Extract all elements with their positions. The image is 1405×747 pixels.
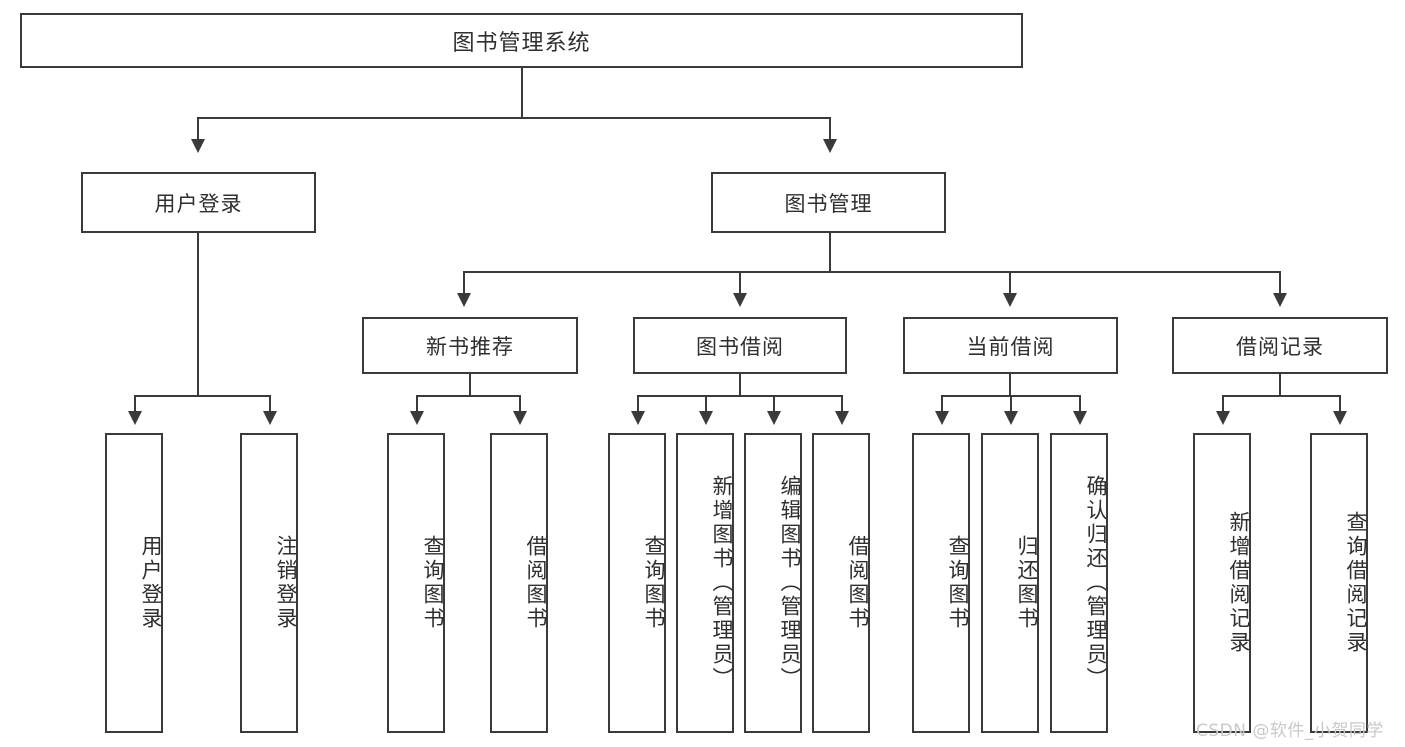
connector-bb-to-leaf-3 <box>773 395 775 413</box>
connector-book-management-bus <box>463 271 1280 273</box>
arrowhead-nb-to-leaf-1 <box>410 411 424 425</box>
arrowhead-br-to-leaf-2 <box>1333 411 1347 425</box>
node-label: 借阅图书 <box>524 535 548 631</box>
connector-book-management-stem <box>829 233 831 271</box>
arrowhead-user-login-to-leaf-1 <box>128 411 142 425</box>
node-label: 注销登录 <box>274 535 298 631</box>
arrowhead-bb-to-leaf-3 <box>767 411 781 425</box>
connector-nb-to-leaf-2 <box>519 395 521 413</box>
arrowhead-bb-to-leaf-2 <box>699 411 713 425</box>
node-label: 查询图书 <box>421 535 445 631</box>
arrowhead-cb-to-leaf-2 <box>1004 411 1018 425</box>
connector-root-to-book-management <box>829 117 831 141</box>
arrowhead-bm-to-borrow-record <box>1273 293 1287 307</box>
connector-nb-to-leaf-1 <box>416 395 418 413</box>
arrowhead-bm-to-current-borrow <box>1003 293 1017 307</box>
connector-br-to-leaf-1 <box>1222 395 1224 413</box>
node-label: 图书管理系统 <box>452 30 591 56</box>
connector-new-book-bus <box>416 395 521 397</box>
node-user-login[interactable]: 用户登录 <box>81 172 316 233</box>
connector-borrow-record-stem <box>1279 374 1281 395</box>
node-label: 借阅记录 <box>1236 334 1324 359</box>
connector-bb-to-leaf-2 <box>705 395 707 413</box>
arrowhead-br-to-leaf-1 <box>1216 411 1230 425</box>
arrowhead-cb-to-leaf-3 <box>1073 411 1087 425</box>
node-label: 图书借阅 <box>696 334 784 359</box>
leaf-current-borrow-query-book[interactable]: 查询图书 <box>912 433 970 733</box>
node-borrow-record[interactable]: 借阅记录 <box>1172 317 1388 374</box>
node-label: 用户登录 <box>154 191 243 216</box>
connector-bm-to-current-borrow <box>1009 271 1011 295</box>
node-label: 归还图书 <box>1015 535 1039 631</box>
arrowhead-nb-to-leaf-2 <box>513 411 527 425</box>
connector-user-login-stem <box>197 233 199 395</box>
leaf-new-book-query-book[interactable]: 查询图书 <box>387 433 445 733</box>
node-label: 查询图书 <box>946 535 970 631</box>
connector-root-stem <box>521 68 523 117</box>
connector-bm-to-book-borrow <box>739 271 741 295</box>
arrowhead-bb-to-leaf-4 <box>835 411 849 425</box>
arrowhead-bb-to-leaf-1 <box>631 411 645 425</box>
node-root-book-management-system[interactable]: 图书管理系统 <box>20 13 1023 68</box>
leaf-borrow-record-query-record[interactable]: 查询借阅记录 <box>1310 433 1368 733</box>
node-label: 新增图书（管理员） <box>710 475 734 691</box>
node-current-borrow[interactable]: 当前借阅 <box>903 317 1118 374</box>
connector-bb-to-leaf-1 <box>637 395 639 413</box>
connector-current-borrow-stem <box>1009 374 1011 395</box>
node-label: 图书管理 <box>784 191 873 216</box>
connector-user-login-bus <box>134 395 269 397</box>
arrowhead-bm-to-new-book <box>457 293 471 307</box>
connector-root-bus <box>197 117 831 119</box>
connector-borrow-record-bus <box>1222 395 1339 397</box>
connector-bb-to-leaf-4 <box>841 395 843 413</box>
connector-bm-to-borrow-record <box>1279 271 1281 295</box>
leaf-borrow-record-add-record[interactable]: 新增借阅记录 <box>1193 433 1251 733</box>
connector-book-borrow-bus <box>637 395 843 397</box>
leaf-user-login-logout[interactable]: 注销登录 <box>240 433 298 733</box>
node-label: 借阅图书 <box>846 535 870 631</box>
connector-br-to-leaf-2 <box>1339 395 1341 413</box>
connector-cb-to-leaf-3 <box>1079 395 1081 413</box>
connector-cb-to-leaf-1 <box>941 395 943 413</box>
node-label: 确认归还（管理员） <box>1084 475 1108 691</box>
connector-user-login-to-leaf-2 <box>269 395 271 413</box>
leaf-book-borrow-query-book[interactable]: 查询图书 <box>608 433 666 733</box>
node-book-management[interactable]: 图书管理 <box>711 172 946 233</box>
leaf-book-borrow-edit-book-admin[interactable]: 编辑图书（管理员） <box>744 433 802 733</box>
arrowhead-root-to-book-management <box>823 139 837 153</box>
node-label: 新增借阅记录 <box>1227 511 1251 655</box>
connector-bm-to-new-book <box>463 271 465 295</box>
node-label: 用户登录 <box>139 535 163 631</box>
arrowhead-bm-to-book-borrow <box>733 293 747 307</box>
node-label: 新书推荐 <box>426 334 514 359</box>
connector-new-book-stem <box>469 374 471 395</box>
leaf-current-borrow-return-book[interactable]: 归还图书 <box>981 433 1039 733</box>
node-label: 查询图书 <box>642 535 666 631</box>
connector-cb-to-leaf-2 <box>1010 395 1012 413</box>
arrowhead-cb-to-leaf-1 <box>935 411 949 425</box>
node-label: 编辑图书（管理员） <box>778 475 802 691</box>
leaf-book-borrow-borrow-book[interactable]: 借阅图书 <box>812 433 870 733</box>
leaf-new-book-borrow-book[interactable]: 借阅图书 <box>490 433 548 733</box>
node-new-book-recommend[interactable]: 新书推荐 <box>362 317 578 374</box>
leaf-current-borrow-confirm-return-admin[interactable]: 确认归还（管理员） <box>1050 433 1108 733</box>
node-label: 查询借阅记录 <box>1344 511 1368 655</box>
leaf-user-login-login[interactable]: 用户登录 <box>105 433 163 733</box>
connector-user-login-to-leaf-1 <box>134 395 136 413</box>
node-book-borrow[interactable]: 图书借阅 <box>633 317 847 374</box>
leaf-book-borrow-add-book-admin[interactable]: 新增图书（管理员） <box>676 433 734 733</box>
connector-book-borrow-stem <box>739 374 741 395</box>
arrowhead-root-to-user-login <box>191 139 205 153</box>
connector-root-to-user-login <box>197 117 199 141</box>
arrowhead-user-login-to-leaf-2 <box>263 411 277 425</box>
node-label: 当前借阅 <box>966 334 1055 359</box>
